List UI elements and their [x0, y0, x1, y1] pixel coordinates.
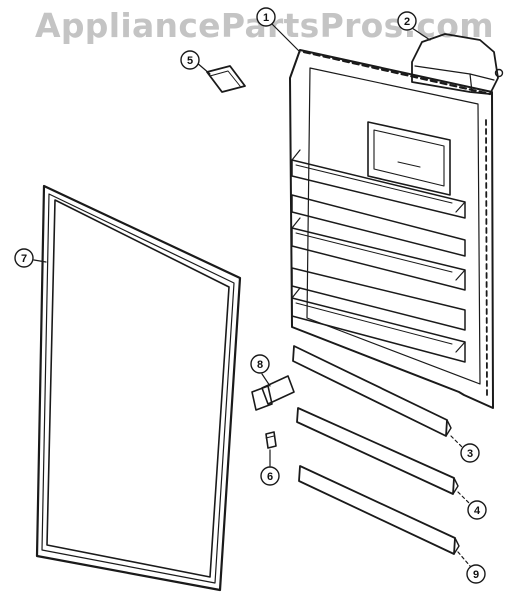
callout-6: 6 — [260, 466, 280, 486]
clip — [251, 375, 295, 411]
callout-7-label: 7 — [21, 253, 27, 265]
small-clip — [265, 431, 277, 449]
leader-line-1 — [269, 21, 301, 53]
door-bar-middle — [296, 407, 459, 495]
door-gasket — [35, 184, 242, 592]
callout-3: 3 — [460, 443, 480, 463]
callout-4: 4 — [467, 500, 487, 520]
leader-line-2 — [411, 27, 431, 41]
callout-2-label: 2 — [404, 16, 410, 28]
door-liner — [289, 49, 494, 409]
door-bar-lower — [298, 465, 460, 555]
callout-9-label: 9 — [473, 569, 479, 581]
callout-5-label: 5 — [187, 55, 193, 67]
callout-4-label: 4 — [474, 505, 481, 517]
leader-line-9 — [457, 551, 471, 567]
leader-line-8 — [261, 373, 271, 387]
callout-9: 9 — [466, 564, 486, 584]
leader-line-4 — [457, 491, 471, 505]
callout-7: 7 — [14, 248, 34, 268]
callout-1: 1 — [256, 7, 276, 27]
leader-line-3 — [450, 435, 466, 451]
callout-6-label: 6 — [267, 471, 273, 483]
small-cover — [206, 65, 246, 93]
callout-5: 5 — [180, 50, 200, 70]
callout-2: 2 — [397, 11, 417, 31]
callout-3-label: 3 — [467, 448, 473, 460]
callout-8: 8 — [250, 354, 270, 374]
callout-1-label: 1 — [263, 12, 269, 24]
leader-line-7 — [33, 259, 47, 263]
dairy-door — [411, 33, 504, 95]
callout-8-label: 8 — [257, 359, 263, 371]
door-bar-upper — [292, 345, 452, 437]
